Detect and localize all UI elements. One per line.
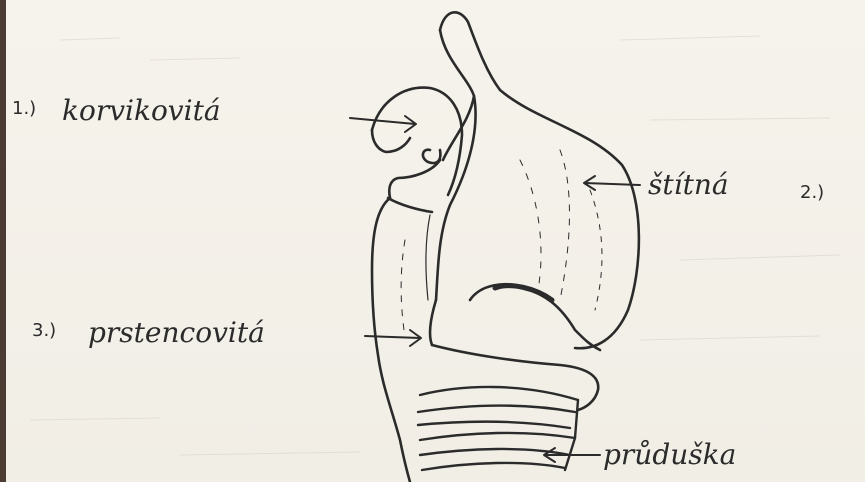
label-korvikovita: korvikovitá xyxy=(62,94,221,127)
label-stitna: štítná xyxy=(648,168,729,201)
label-number-prstencovita: 3.) xyxy=(32,320,56,341)
cricoid-cartilage xyxy=(372,198,598,482)
label-number-korvikovita: 1.) xyxy=(12,98,36,119)
arrow-korvikovita xyxy=(350,116,416,132)
thyroid-cartilage xyxy=(436,12,639,350)
label-prstencovita: prstencovitá xyxy=(88,316,265,349)
label-pruduska: průduška xyxy=(603,438,736,471)
label-number-stitna: 2.) xyxy=(800,182,824,203)
trachea-rings xyxy=(418,387,578,470)
arrow-prstencovita xyxy=(365,330,421,346)
